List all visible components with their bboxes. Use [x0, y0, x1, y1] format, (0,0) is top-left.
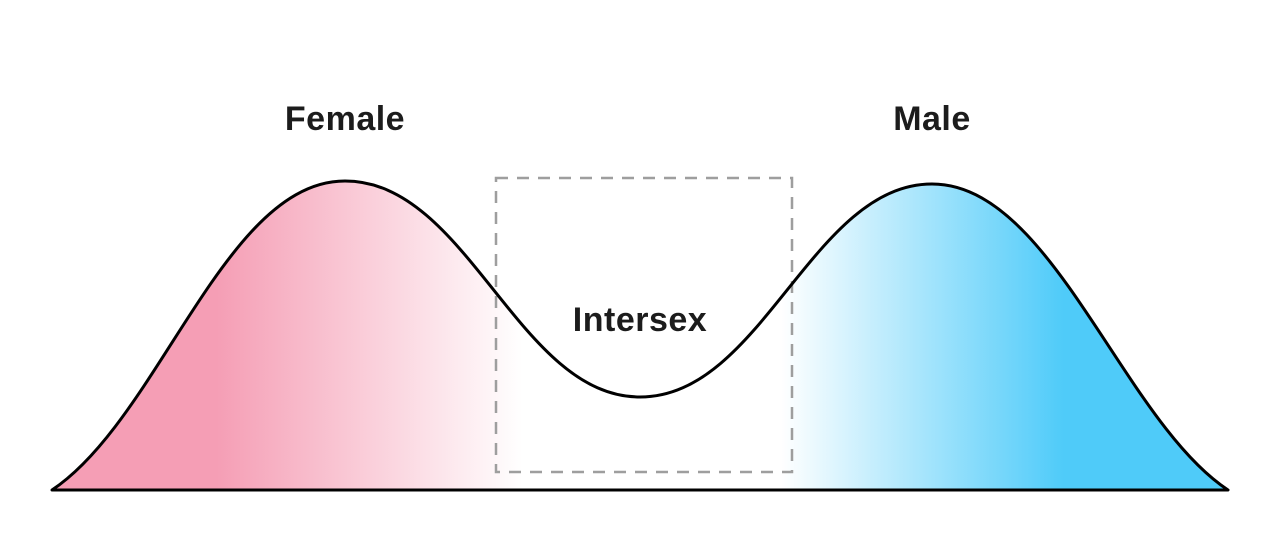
female-label: Female — [284, 100, 406, 138]
distribution-curve-outline — [50, 179, 1230, 492]
male-label: Male — [893, 100, 971, 138]
distribution-fill-area — [52, 181, 1228, 490]
intersex-label: Intersex — [572, 301, 708, 339]
intersex-dashed-box — [494, 176, 794, 474]
